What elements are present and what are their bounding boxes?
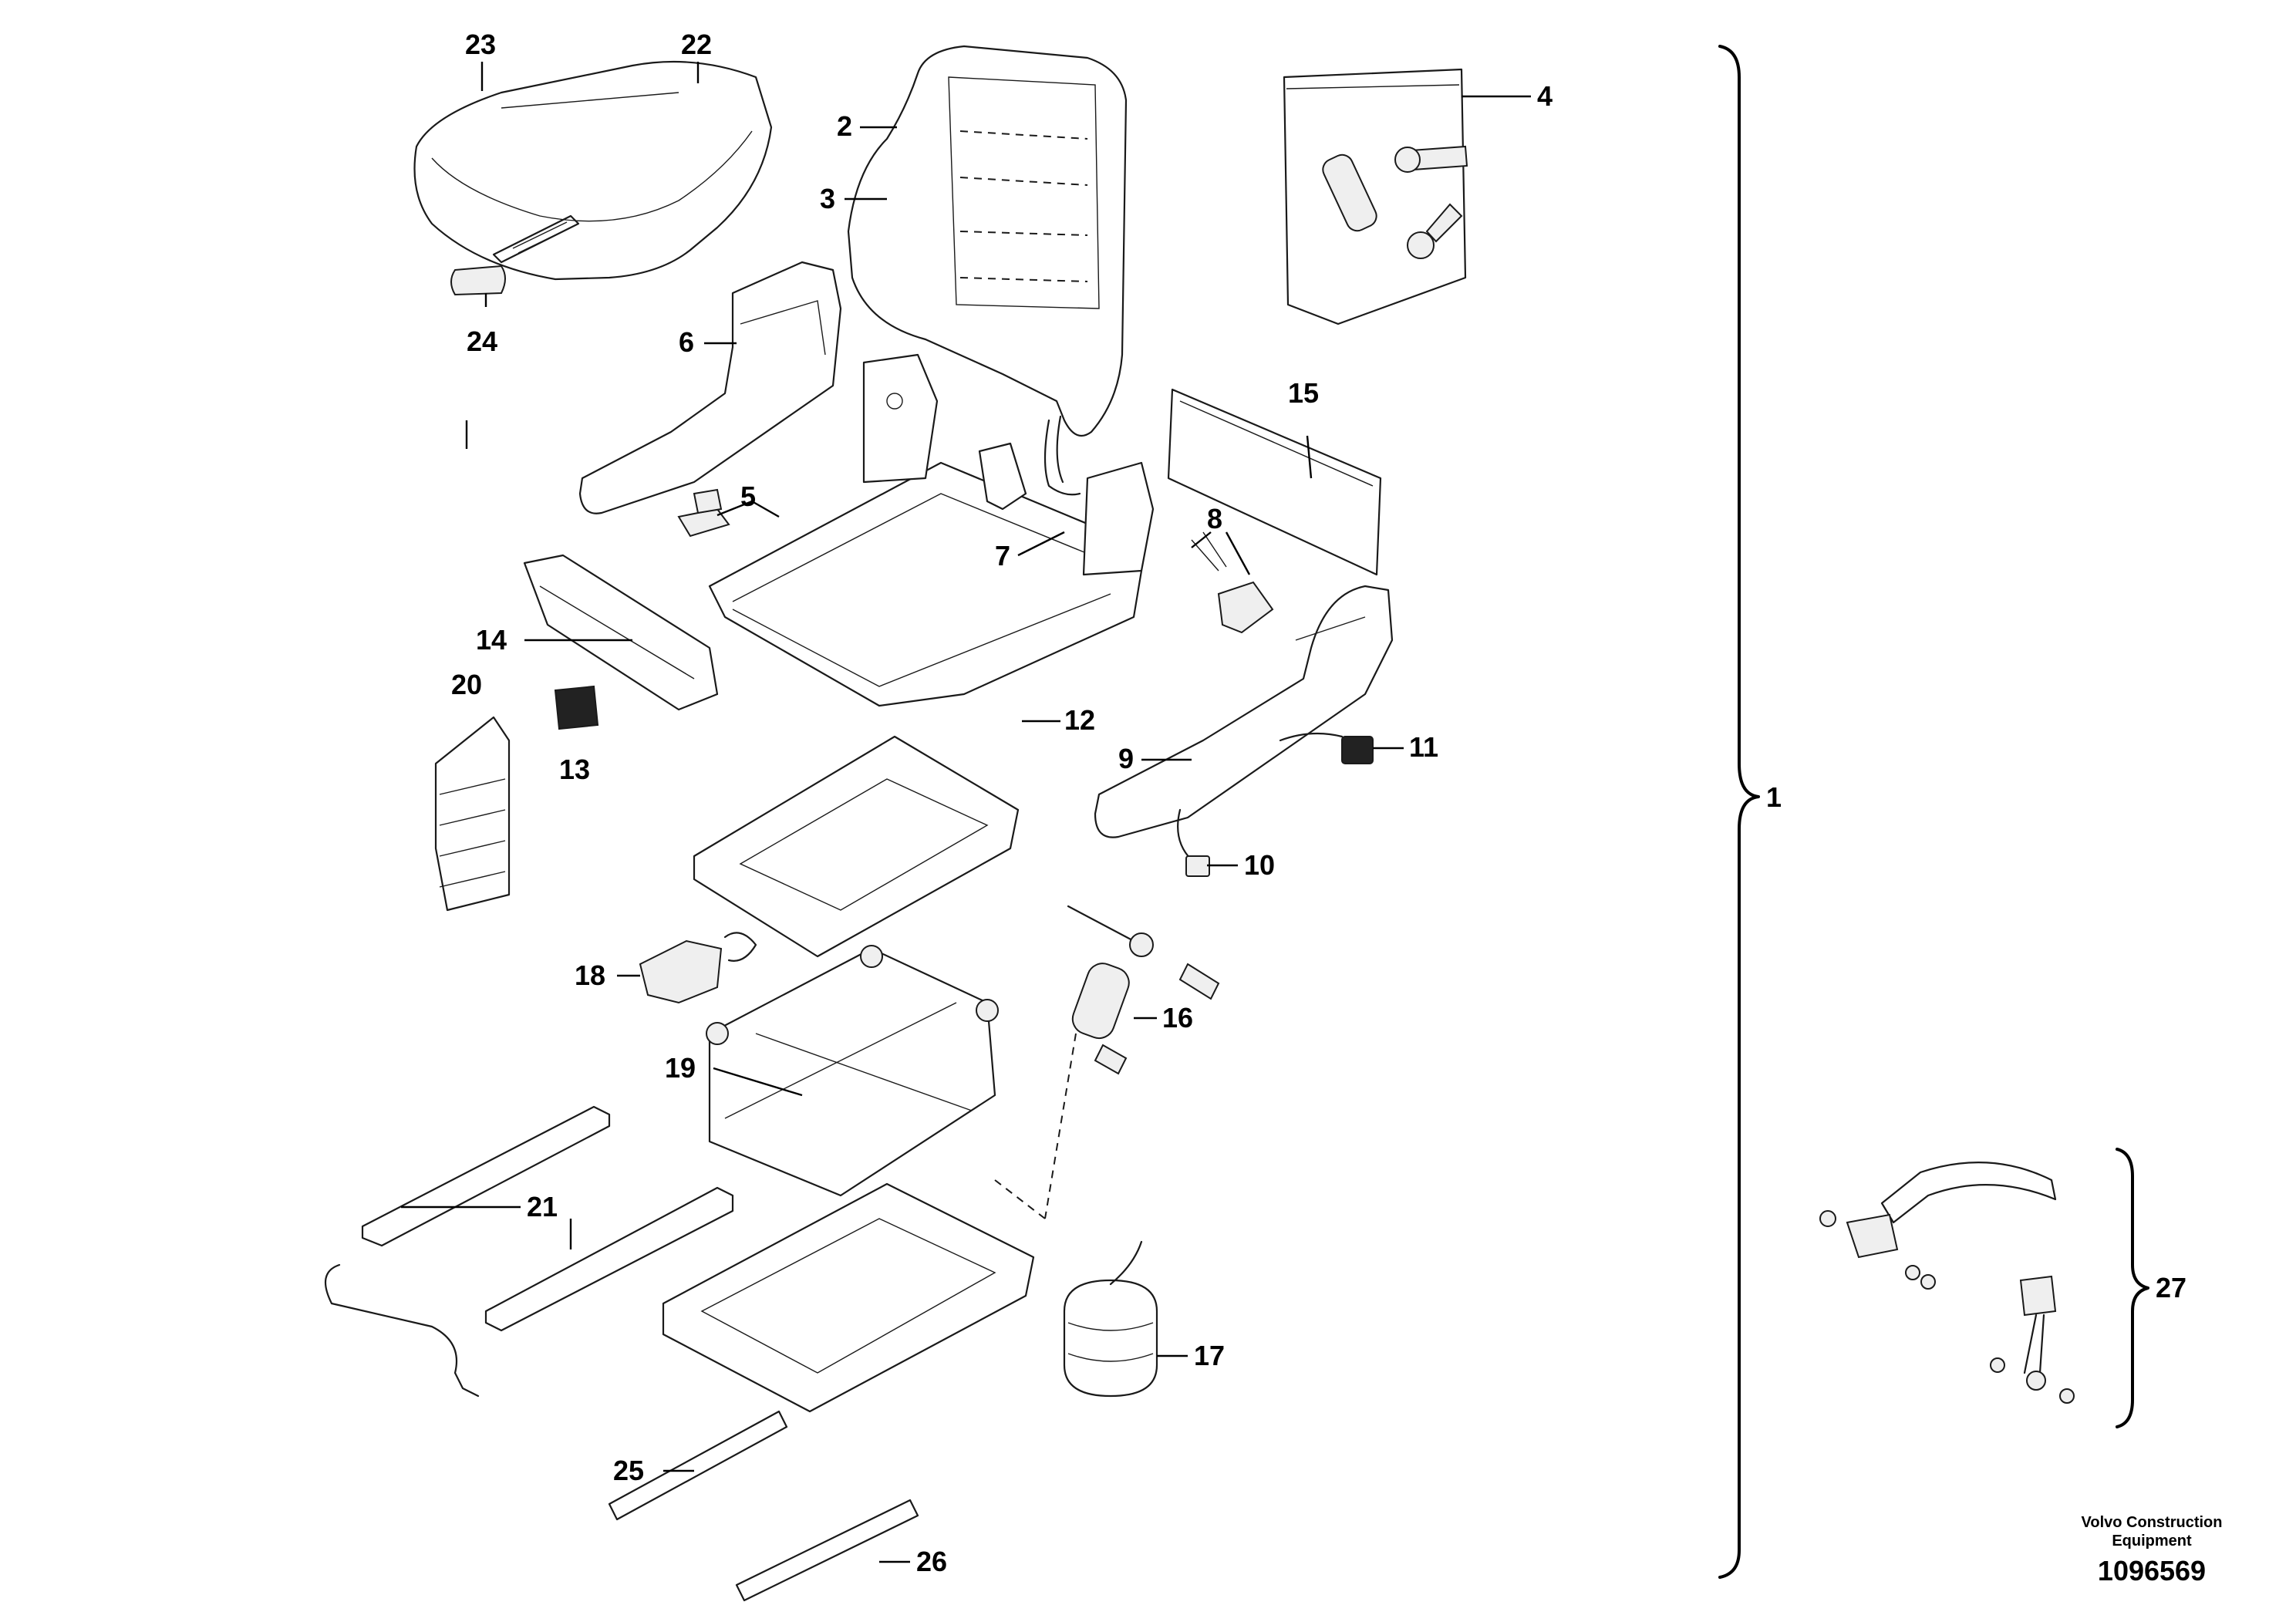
callout-27: 27 [2156,1272,2187,1303]
callout-4: 4 [1537,80,1553,112]
callout-7: 7 [995,540,1011,572]
callout-13: 13 [559,754,591,785]
callout-23: 23 [465,29,497,60]
backrest [847,45,1128,496]
callout-14: 14 [476,624,507,656]
callout-21: 21 [527,1191,558,1222]
seat-cushion [413,60,773,281]
back-cover-plate [1167,388,1382,576]
callout-8: 8 [1207,503,1223,534]
callout-16: 16 [1162,1002,1194,1034]
switch [554,685,599,730]
left-side-panel [578,261,842,514]
lever-handle [450,265,506,296]
right-side-panel [1094,585,1394,838]
leader-lines [401,62,1531,1563]
support-bracket-26 [735,1499,919,1602]
scissor-mechanism [706,945,999,1197]
callout-5: 5 [740,481,757,512]
callout-10: 10 [1244,849,1276,881]
callout-26: 26 [916,1546,948,1577]
callout-18: 18 [575,959,606,991]
callout-19: 19 [665,1052,696,1084]
hinge-parts [1191,531,1274,634]
credit-line-2: Equipment [2112,1533,2192,1549]
armrest-bracket [523,554,719,711]
callout-2: 2 [837,110,853,142]
callout-20: 20 [451,669,483,700]
hardware-bag [1283,68,1468,325]
air-spring [1063,1240,1158,1398]
wire-connector [1177,808,1210,877]
callout-1: 1 [1766,781,1782,813]
document-number: 1096569 [2097,1555,2207,1587]
base-frame [662,1033,1077,1413]
group-braces [1718,45,2149,1579]
callout-17: 17 [1194,1340,1226,1371]
manufacturer-credit: Volvo Construction Equipment [2052,1513,2252,1550]
callout-22: 22 [681,29,713,60]
callout-15: 15 [1288,377,1320,409]
seat-belt [1819,1162,2075,1404]
credit-line-1: Volvo Construction [2081,1514,2223,1531]
actuator [639,932,757,1004]
callout-12: 12 [1064,704,1096,736]
bellows-cover [434,716,511,912]
callout-24: 24 [467,325,498,357]
callout-6: 6 [679,326,695,358]
suspension-top-frame [693,735,1020,958]
callout-25: 25 [613,1455,645,1486]
callout-3: 3 [820,183,836,214]
shock-absorber [1067,905,1220,1075]
callout-11: 11 [1409,731,1439,763]
electrical-connector [1279,732,1374,764]
seat-frame [708,353,1155,707]
support-bracket-25 [608,1410,788,1521]
slide-bracket [677,488,730,538]
callout-9: 9 [1118,743,1135,774]
seat-rails [324,1105,734,1398]
